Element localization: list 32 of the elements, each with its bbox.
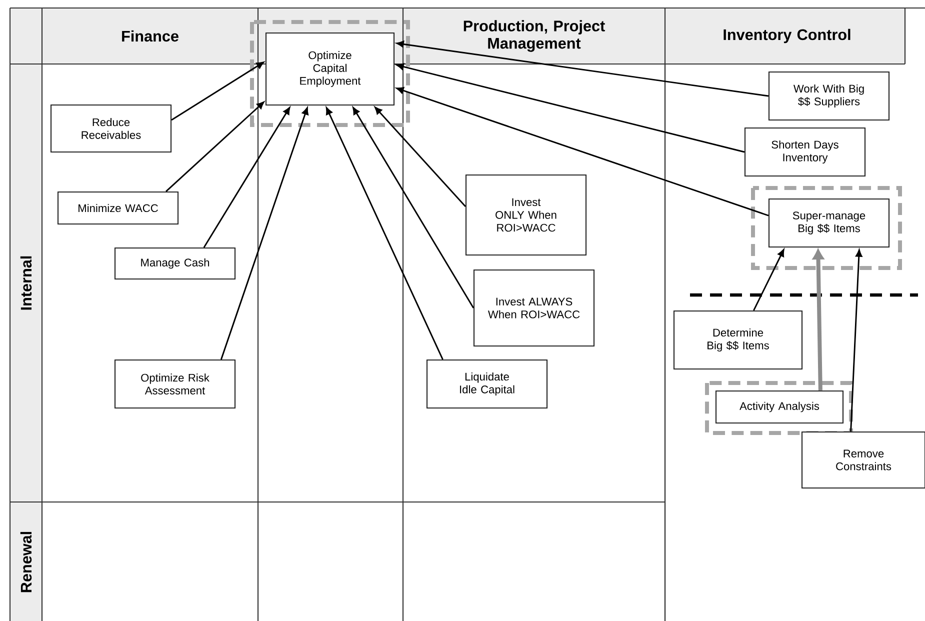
- arrow: [326, 107, 444, 360]
- process-box: Invest ONLY When ROI>WACC: [465, 174, 587, 256]
- arrow: [850, 249, 862, 432]
- column-header: Renewal: [20, 532, 32, 592]
- arrow: [171, 62, 264, 121]
- arrow: [352, 107, 474, 308]
- process-box: Optimize Risk Assessment: [114, 359, 236, 409]
- process-box: Shorten Days Inventory: [744, 127, 866, 177]
- process-box: Invest ALWAYS When ROI>WACC: [473, 269, 595, 347]
- process-box: Optimize Capital Employment: [265, 32, 395, 106]
- column-header: Internal: [20, 256, 32, 310]
- arrow: [396, 40, 769, 97]
- process-box: Super-manage Big $$ Items: [768, 198, 890, 248]
- arrow: [812, 248, 825, 390]
- arrow: [374, 106, 466, 207]
- column-header: Inventory Control: [724, 28, 850, 44]
- arrow: [166, 102, 264, 192]
- process-box: Determine Big $$ Items: [673, 310, 803, 370]
- process-box: Liquidate Idle Capital: [426, 359, 548, 409]
- arrow: [220, 107, 308, 360]
- process-box: Reduce Receivables: [50, 104, 172, 153]
- arrow: [753, 249, 784, 311]
- process-box: Minimize WACC: [57, 191, 179, 225]
- process-box: Remove Constraints: [801, 431, 925, 489]
- arrow: [396, 63, 745, 153]
- column-header: Production, Project Management: [464, 20, 605, 52]
- process-box: Work With Big $$ Suppliers: [768, 71, 890, 121]
- arrow: [203, 107, 290, 248]
- process-box: Activity Analysis: [715, 390, 844, 424]
- arrow: [396, 87, 769, 216]
- column-header: Finance: [122, 30, 178, 42]
- process-box: Manage Cash: [114, 247, 236, 280]
